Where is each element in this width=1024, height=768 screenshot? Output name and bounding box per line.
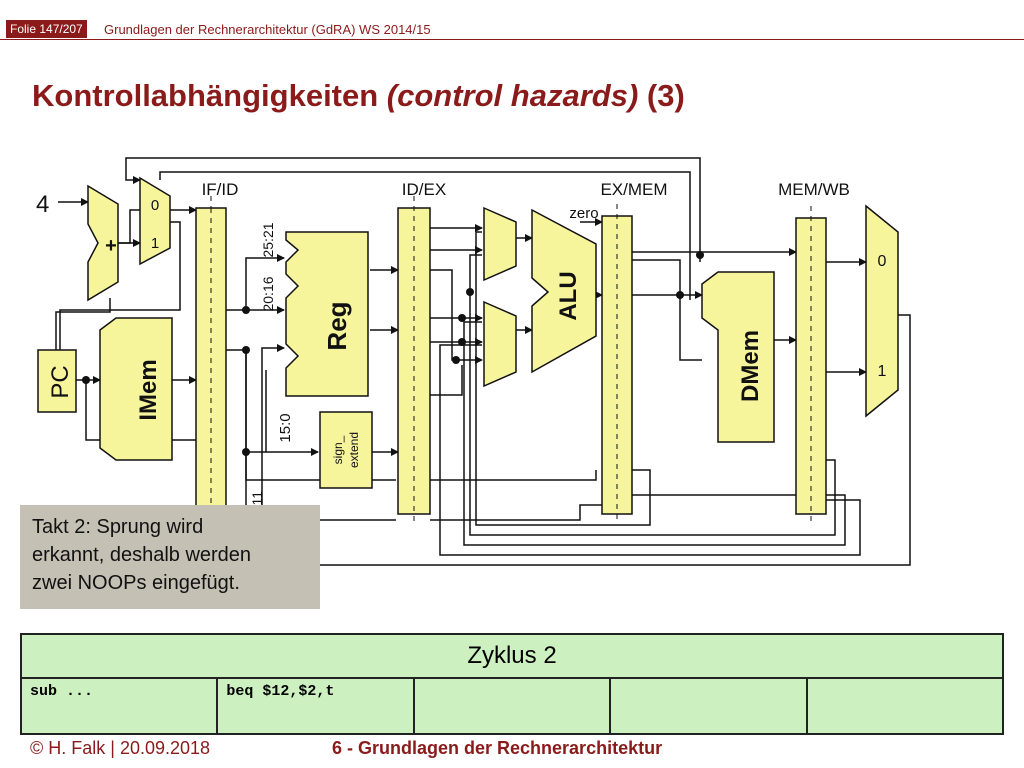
constant-four: 4 — [36, 191, 49, 218]
zero-label: zero — [569, 205, 598, 222]
explanation-note: Takt 2: Sprung wird erkannt, deshalb wer… — [20, 505, 320, 609]
wires — [55, 157, 911, 566]
register-file: Reg — [285, 231, 369, 397]
if-id-label: IF/ID — [202, 180, 239, 199]
pc-mux: 0 1 — [139, 176, 171, 266]
writeback-mux: 0 1 — [865, 204, 899, 418]
alu-label: ALU — [555, 271, 582, 320]
wb-mux-input-0: 0 — [878, 253, 887, 270]
title-suffix: (3) — [638, 78, 685, 113]
pc-mux-input-0: 0 — [151, 197, 159, 214]
note-line-3: zwei NOOPs eingefügt. — [32, 572, 240, 594]
alu: ALU zero — [531, 205, 599, 374]
cycle-header: Zyklus 2 — [20, 633, 1004, 679]
stage-cell-2: beq $12,$2,t — [216, 677, 415, 735]
footer-chapter: 6 - Grundlagen der Rechnerarchitektur — [332, 738, 663, 758]
note-line-2: erkannt, deshalb werden — [32, 544, 252, 566]
id-ex-label: ID/EX — [402, 180, 446, 199]
ex-mem-label: EX/MEM — [600, 180, 667, 199]
instruction-memory: IMem — [99, 317, 173, 461]
bitfield-20-16: 20:16 — [260, 276, 276, 311]
sign-extend-label-2: extend — [347, 432, 361, 468]
adder: + — [87, 184, 119, 302]
stage-cell-5 — [805, 677, 1005, 735]
imem-label: IMem — [135, 359, 162, 420]
header-divider — [0, 39, 1024, 40]
stage-register-mem-wb: MEM/WB — [778, 180, 850, 522]
pc-label: PC — [47, 365, 74, 398]
course-title: Grundlagen der Rechnerarchitektur (GdRA)… — [104, 22, 431, 37]
title-main: Kontrollabhängigkeiten — [32, 78, 387, 113]
sign-extend-unit: sign_ extend — [319, 411, 373, 489]
data-memory: DMem — [701, 271, 775, 443]
pc-mux-input-1: 1 — [151, 235, 159, 252]
stage-cell-3 — [412, 677, 612, 735]
page-title: Kontrollabhängigkeiten (control hazards)… — [32, 78, 685, 114]
stage-cell-1: sub ... — [19, 677, 219, 735]
stage-register-if-id: IF/ID — [195, 180, 239, 513]
alu-mux-b — [483, 300, 517, 388]
wb-mux-input-1: 1 — [878, 363, 887, 380]
bitfield-25-21: 25:21 — [260, 222, 276, 257]
reg-label: Reg — [322, 301, 352, 350]
junction-dots — [82, 251, 704, 456]
slide-number: Folie 147/207 — [6, 20, 87, 38]
stage-register-id-ex: ID/EX — [397, 180, 446, 522]
bitfield-15-0: 15:0 — [277, 413, 294, 442]
alu-mux-a — [483, 206, 517, 282]
footer-author-date: © H. Falk | 20.09.2018 — [30, 738, 211, 758]
note-line-1: Takt 2: Sprung wird — [32, 516, 204, 538]
sign-extend-label-1: sign_ — [331, 435, 345, 464]
adder-label: + — [105, 235, 117, 257]
dmem-label: DMem — [737, 330, 764, 402]
stage-register-ex-mem: EX/MEM — [600, 180, 668, 522]
title-italic: (control hazards) — [386, 78, 639, 113]
program-counter: PC — [37, 349, 77, 413]
mem-wb-label: MEM/WB — [778, 180, 850, 199]
pipeline-table: Zyklus 2 sub ... beq $12,$2,t — [19, 633, 1005, 735]
stage-cell-4 — [609, 677, 808, 735]
